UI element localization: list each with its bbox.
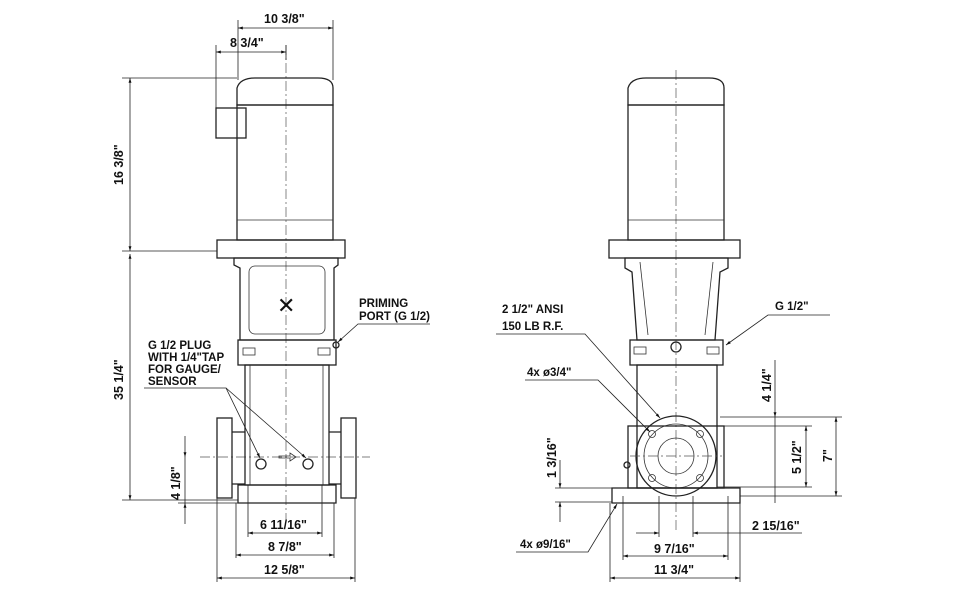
- bolt-hole: [696, 474, 704, 482]
- dim-1-3-16: 1 3/16": [545, 437, 559, 478]
- dim-motor-width: 10 3/8": [264, 12, 305, 26]
- flow-arrow-icon: [278, 452, 297, 462]
- dim-port-height: 4 1/8": [169, 466, 183, 500]
- note-base-holes: 4x ø9/16": [520, 539, 571, 551]
- bolt-hole: [696, 430, 704, 438]
- pump-base: [237, 484, 337, 504]
- note-priming-line1: PRIMING: [359, 298, 408, 310]
- note-drain: G 1/2": [775, 301, 809, 313]
- dim-port-to-port: 12 5/8": [264, 563, 305, 577]
- motor-cap: [236, 77, 334, 106]
- dim-7: 7": [821, 449, 835, 462]
- dim-pump-height: 35 1/4": [112, 359, 126, 400]
- inlet-flange: [216, 417, 233, 499]
- note-plug-line2: WITH 1/4"TAP: [148, 352, 224, 364]
- note-plug-line4: SENSOR: [148, 376, 197, 388]
- note-flange-line1: 2 1/2" ANSI: [502, 304, 563, 316]
- note-flange-line2: 150 LB R.F.: [502, 321, 563, 333]
- dim-9-7-16: 9 7/16": [654, 542, 695, 556]
- drain-plug: [623, 461, 631, 469]
- note-priming-line2: PORT (G 1/2): [359, 311, 430, 323]
- dim-11-3-4: 11 3/4": [654, 563, 694, 577]
- motor-flange: [608, 239, 741, 259]
- pump-head: [237, 339, 337, 366]
- front-view: ✕ 10 3/8" 8 3/4" 16 3/8" 35 1/4" 4 1/8": [112, 12, 430, 582]
- brand-logo-icon: ✕: [277, 294, 295, 319]
- dim-motor-height: 16 3/8": [112, 144, 126, 185]
- note-bolt-holes: 4x ø3/4": [527, 367, 571, 379]
- dim-base-outer: 8 7/8": [268, 540, 302, 554]
- gauge-plug-left: [255, 458, 267, 470]
- vent-plug: [670, 341, 682, 353]
- motor-cap: [627, 77, 725, 106]
- dim-motor-offset: 8 3/4": [230, 36, 264, 50]
- note-plug-line1: G 1/2 PLUG: [148, 340, 211, 352]
- motor-flange: [216, 239, 346, 259]
- junction-box: [215, 107, 247, 139]
- bolt-hole: [648, 430, 656, 438]
- side-view: 4 1/4" 5 1/2" 7" 1 3/16" 2 15/16" 9 7/16…: [496, 70, 842, 582]
- outlet-flange: [340, 417, 357, 499]
- dim-base-inner: 6 11/16": [260, 518, 307, 532]
- motor-bracket: [624, 257, 729, 341]
- gauge-plug-right: [302, 458, 314, 470]
- dim-5-1-2: 5 1/2": [790, 440, 804, 474]
- bolt-hole: [648, 474, 656, 482]
- dim-4-1-4: 4 1/4": [760, 368, 774, 402]
- note-plug-line3: FOR GAUGE/: [148, 364, 222, 376]
- dim-2-15-16: 2 15/16": [752, 519, 800, 533]
- priming-port: [332, 341, 340, 349]
